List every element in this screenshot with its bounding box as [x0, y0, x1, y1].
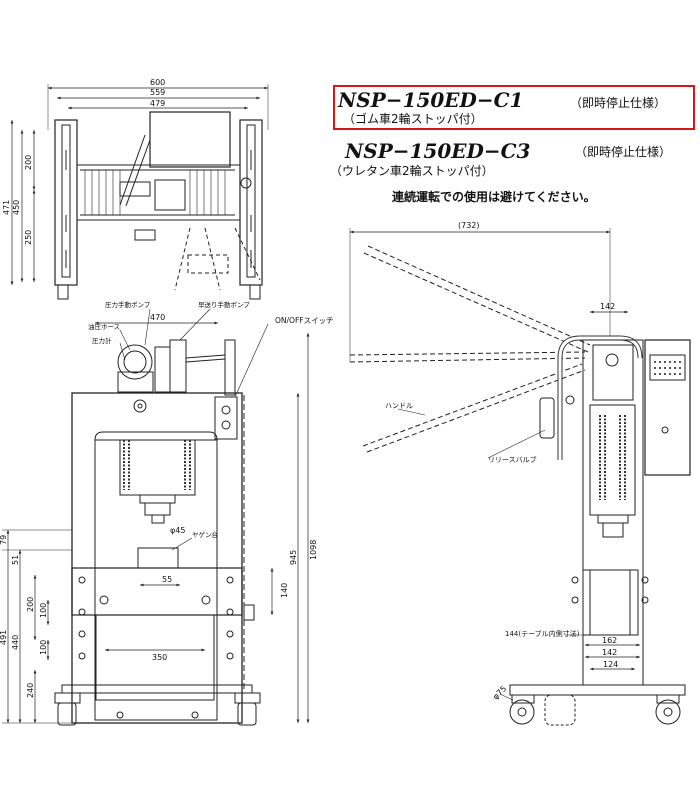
highlight-box: [333, 85, 695, 130]
dim-470: 470: [150, 313, 165, 322]
label-handle: ハンドル: [385, 402, 413, 410]
dim-55: 55: [162, 575, 172, 584]
dim-phi75: φ75: [491, 684, 508, 701]
dim-440: 440: [11, 635, 20, 650]
dim-162: 162: [602, 636, 617, 645]
dim-1098: 1098: [309, 540, 318, 560]
dim-phi45: φ45: [170, 526, 185, 535]
dim-200: 200: [24, 155, 33, 170]
dim-600: 600: [150, 78, 165, 87]
label-switch: ON/OFFスイッチ: [275, 316, 334, 325]
top-view-dims: 600 559 479 471 450 200 250: [2, 78, 165, 245]
dim-732: (732): [458, 221, 480, 230]
model-c1-spec: （即時停止仕様）: [570, 96, 667, 110]
front-view-labels: 圧力手動ポンプ 早送り手動ポンプ 油圧ホース 圧力計 ON/OFFスイッチ ヤゲ…: [0, 300, 334, 698]
dim-79: 79: [0, 535, 8, 545]
top-view: [10, 84, 269, 300]
dim-142: 142: [602, 648, 617, 657]
model-c3-wheels: （ウレタン車2輪ストッパ付）: [330, 164, 494, 178]
model-c3-spec: （即時停止仕様）: [575, 145, 672, 159]
dim-240: 240: [26, 683, 35, 698]
model-c3-title: NSP−150ED−C3: [345, 139, 531, 163]
label-fast-pump: 早送り手動ポンプ: [198, 300, 250, 309]
dim-945: 945: [289, 550, 298, 565]
dim-559: 559: [150, 88, 165, 97]
dim-124: 124: [603, 660, 618, 669]
dim-200: 200: [26, 597, 35, 612]
side-view: [349, 228, 691, 726]
label-table-width: 144(テーブル内側寸法): [505, 629, 580, 638]
dim-100b: 100: [39, 640, 48, 655]
dim-142-top: 142: [600, 302, 615, 311]
dim-250: 250: [24, 230, 33, 245]
dim-51: 51: [11, 555, 20, 565]
side-view-labels: (732) 142 ハンドル リリースバルブ 144(テーブル内側寸法) 162…: [385, 221, 618, 701]
model-c1-title: NSP−150ED−C1: [338, 88, 524, 112]
model-c1-wheels: （ゴム車2輪ストッパ付）: [343, 112, 483, 126]
dim-479: 479: [150, 99, 165, 108]
label-gauge: 圧力計: [92, 336, 112, 345]
front-view: [2, 308, 310, 726]
usage-notice: 連続運転での使用は避けてください。: [392, 190, 596, 204]
label-oil-hose: 油圧ホース: [88, 322, 120, 331]
dim-100a: 100: [39, 603, 48, 618]
label-pressure-pump: 圧力手動ポンプ: [105, 300, 151, 309]
dim-471: 471: [2, 200, 11, 215]
dim-140: 140: [280, 583, 289, 598]
dim-491: 491: [0, 630, 8, 645]
label-release-valve: リリースバルブ: [488, 455, 537, 464]
label-v-block: ヤゲン台: [192, 530, 218, 539]
dim-350: 350: [152, 653, 167, 662]
dim-450: 450: [12, 200, 21, 215]
